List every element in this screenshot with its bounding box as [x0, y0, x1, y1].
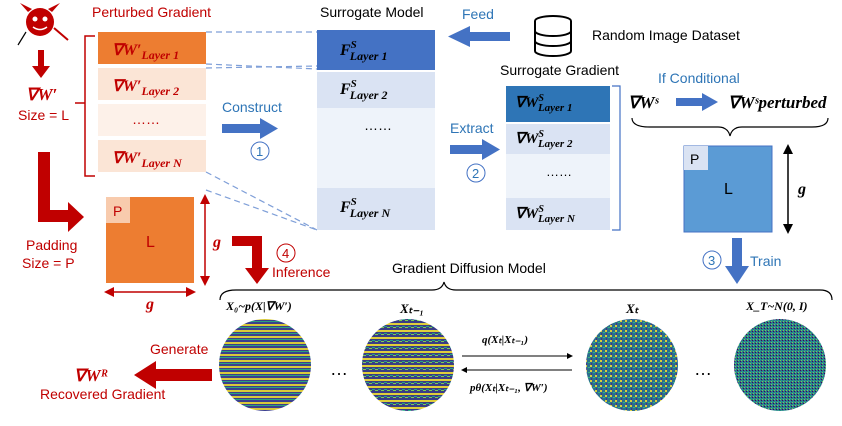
- perturbed-matrix-corner: P: [113, 203, 122, 219]
- random-image-dataset-label: Random Image Dataset: [592, 27, 740, 43]
- xt1-image: [362, 319, 454, 411]
- xT-label: X_T~N(0, I): [745, 299, 808, 313]
- xt-image: [586, 319, 678, 411]
- perturbed-bracket: [75, 35, 95, 177]
- generate-label: Generate: [150, 341, 209, 357]
- step-1-badge: [250, 141, 270, 161]
- reverse-process-label: pθ(Xₜ|Xₜ₋₁, ∇W′): [469, 382, 548, 394]
- step-2-number: 2: [472, 166, 479, 181]
- step-1-number: 1: [256, 144, 263, 159]
- grad-size-label: Size = L: [18, 107, 69, 123]
- step-3-number: 3: [708, 253, 715, 268]
- perturbed-gradient-label: Perturbed Gradient: [92, 4, 211, 20]
- surrogate-matrix-dim-arrow: [783, 144, 793, 234]
- surrogate-matrix-corner: P: [690, 151, 699, 167]
- conditional-arrow: [676, 93, 718, 111]
- surrogate-model-title: Surrogate Model: [320, 4, 424, 20]
- perturbed-layer-2: ∇W′Layer 2: [112, 78, 179, 98]
- forward-process-label: q(Xₜ|Xₜ₋₁): [482, 334, 528, 346]
- step-4-number: 4: [282, 246, 289, 261]
- padding-label: Padding: [26, 237, 77, 253]
- if-conditional-label: If Conditional: [658, 70, 740, 86]
- padding-size-label: Size = P: [22, 255, 75, 271]
- surrogate-grad-bracket: [612, 85, 621, 231]
- surrogate-matrix: [683, 145, 773, 233]
- grad-r-symbol: ∇Wᴿ: [74, 366, 108, 385]
- feed-label: Feed: [462, 6, 494, 22]
- diffusion-brace: [219, 281, 833, 301]
- dots-right: …: [694, 359, 712, 379]
- surrogate-matrix-dim: g: [797, 181, 806, 198]
- extract-label: Extract: [450, 120, 494, 136]
- devil-down-arrow: [32, 50, 50, 78]
- perturbed-matrix-body: L: [146, 234, 155, 251]
- surrogate-gradient-title: Surrogate Gradient: [500, 62, 619, 78]
- train-label: Train: [750, 253, 781, 269]
- surrogate-grad-layer-dots: ……: [546, 164, 572, 179]
- gradient-diffusion-model-title: Gradient Diffusion Model: [392, 260, 546, 276]
- conditional-brace: [631, 117, 829, 137]
- extract-arrow: [450, 139, 500, 160]
- x0-image: [219, 319, 311, 411]
- grad-symbol: ∇W′: [26, 85, 57, 104]
- construct-label: Construct: [222, 99, 282, 115]
- perturbed-matrix-dim-h: g: [145, 296, 154, 313]
- step-2-badge: [466, 163, 486, 183]
- step-3-badge: [702, 250, 722, 270]
- perturbed-layer-n: ∇W′Layer N: [112, 150, 183, 170]
- dashed-connectors: [205, 31, 318, 231]
- perturbed-stack: [98, 32, 206, 172]
- perturbed-matrix-dim-arrows: [104, 194, 210, 297]
- recovered-gradient-label: Recovered Gradient: [40, 386, 165, 402]
- grad-s-perturbed: ∇Wˢperturbed: [728, 93, 827, 112]
- surrogate-layer-dots: ……: [364, 117, 392, 133]
- perturbed-layer-1: ∇W′Layer 1: [112, 42, 179, 62]
- devil-icon: [17, 3, 69, 46]
- dots-left: …: [330, 359, 348, 379]
- surrogate-grad-stack: [506, 86, 610, 230]
- inference-arrow: [232, 236, 269, 284]
- train-arrow: [725, 238, 749, 284]
- xT-image: [734, 319, 826, 411]
- construct-arrow: [222, 118, 278, 139]
- database-icon: [534, 15, 572, 57]
- xt1-label: Xₜ₋₁: [399, 301, 424, 316]
- generate-arrow: [134, 361, 212, 389]
- feed-arrow: [448, 26, 510, 47]
- xt-label: Xₜ: [625, 301, 640, 316]
- inference-label: Inference: [272, 264, 331, 280]
- surrogate-stack: [317, 30, 435, 230]
- perturbed-layer-dots: ……: [132, 111, 160, 127]
- perturbed-matrix-dim-v: g: [212, 234, 221, 251]
- padding-arrow: [38, 152, 84, 232]
- grad-s-symbol: ∇Wˢ: [628, 93, 659, 112]
- x0-label: X₀~p(X|∇W′): [225, 299, 292, 313]
- perturbed-matrix: [106, 197, 194, 283]
- step-4-badge: [276, 243, 296, 263]
- surrogate-matrix-body: L: [724, 181, 733, 198]
